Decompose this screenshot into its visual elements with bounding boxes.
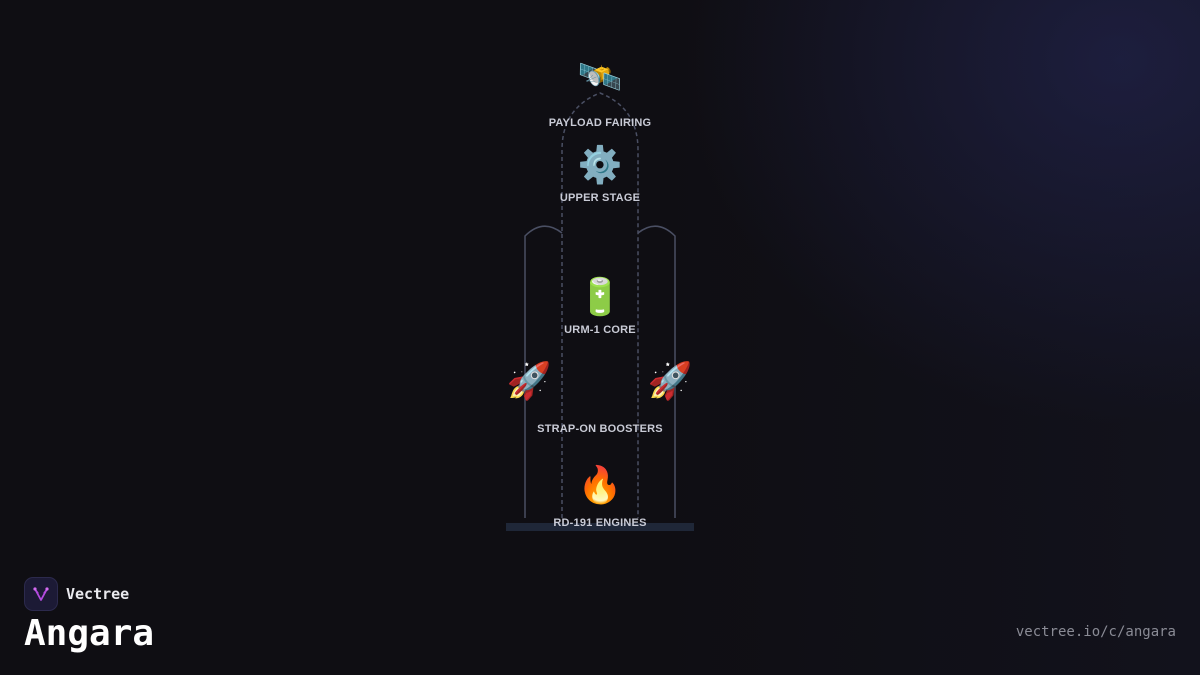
page-url[interactable]: vectree.io/c/angara — [1015, 624, 1176, 640]
gear-icon: ⚙️ — [577, 145, 623, 186]
left-booster-outline — [524, 225, 563, 518]
fire-icon: 🔥 — [577, 465, 623, 506]
right-booster-rocket-icon: 🚀 — [647, 361, 693, 402]
page-title: Angara — [24, 613, 155, 654]
core-outline — [561, 92, 639, 518]
strap-on-boosters-label: STRAP-ON BOOSTERS — [537, 423, 663, 435]
brand-name: Vectree — [66, 585, 130, 603]
payload-fairing-label: PAYLOAD FAIRING — [548, 117, 652, 129]
rd-191-engines-label: RD-191 ENGINES — [553, 517, 647, 529]
vectree-logo-icon — [24, 577, 58, 611]
left-booster-rocket-icon: 🚀 — [506, 361, 552, 402]
battery-icon: 🔋 — [577, 277, 623, 318]
launch-base — [506, 523, 694, 531]
brand: Vectree — [24, 577, 129, 611]
satellite-icon: 🛰️ — [577, 57, 623, 98]
upper-stage-label: UPPER STAGE — [559, 192, 641, 204]
urm-core-label: URM-1 CORE — [564, 324, 636, 336]
right-booster-outline — [637, 225, 676, 518]
